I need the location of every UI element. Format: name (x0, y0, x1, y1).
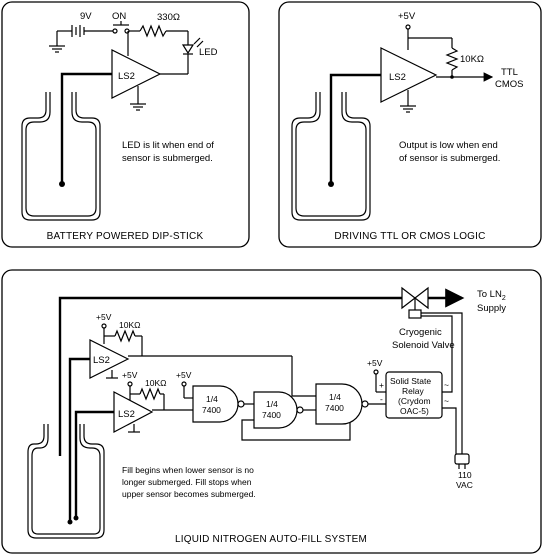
solenoid-valve (401, 286, 429, 319)
dipstick-note-line1: LED is lit when end of (122, 140, 214, 151)
sensor-probe (60, 72, 112, 182)
battery-label: 9V (80, 11, 92, 22)
lower-resistor-symbol (139, 387, 161, 401)
upper-resistor-label: 10KΩ (119, 320, 140, 330)
valve-label-2: Solenoid Valve (392, 340, 455, 351)
resistor-330-symbol (139, 24, 167, 38)
ttl-ground-symbol (400, 90, 416, 113)
nand-gate-a (192, 385, 239, 423)
ttl-resistor-label: 10KΩ (460, 54, 484, 65)
ttl-ls2-label: LS2 (389, 72, 406, 83)
panel-ttl: +5V 10KΩ LS2 TTL CMOS Output is low when… (278, 1, 542, 248)
amp-ground-symbol (130, 86, 146, 111)
autofill-note-line2: longer submerged. Fill stops when (122, 477, 252, 487)
resistor-330-label: 330Ω (157, 12, 180, 23)
relay-label-2: Relay (402, 386, 424, 396)
ttl-note-line1: Output is low when end (399, 140, 498, 151)
dipstick-caption: BATTERY POWERED DIP-STICK (47, 231, 204, 242)
to-ln2-supply-label: Supply (477, 303, 506, 314)
relay-ac-mark-1: ~ (444, 380, 449, 390)
gate-b-label-1: 1/4 (266, 399, 278, 409)
solid-state-relay (385, 371, 443, 419)
switch-symbol (112, 21, 130, 34)
upper-ls2-label: LS2 (93, 355, 110, 366)
panel-dipstick: 9V ON 330Ω LED LS2 (1, 1, 250, 248)
gate-c-label-1: 1/4 (329, 392, 341, 402)
supply-pipe (58, 296, 402, 456)
lower-supply-label: +5V (122, 370, 138, 380)
relay-label-3: (Crydom (398, 396, 431, 406)
ttl-resistor-symbol (445, 47, 459, 71)
valve-label-1: Cryogenic (399, 327, 442, 338)
dipstick-note-line2: sensor is submerged. (122, 153, 213, 164)
gate-supply-label: +5V (176, 370, 192, 380)
lower-sensor-probe (74, 410, 114, 516)
gate-a-label-1: 1/4 (206, 394, 218, 404)
gate-c-label-2: 7400 (325, 403, 344, 413)
relay-label-4: OAC-5) (400, 406, 429, 416)
ground-symbol (49, 31, 65, 53)
relay-supply-label: +5V (367, 358, 383, 368)
lower-ls2-label: LS2 (118, 409, 135, 420)
autofill-dewar-flask (27, 424, 105, 539)
vac-label-2: VAC (456, 480, 473, 490)
upper-sensor-probe (68, 357, 90, 520)
switch-label: ON (112, 11, 126, 22)
autofill-note-line1: Fill begins when lower sensor is no (122, 465, 254, 475)
ttl-note-line2: of sensor is submerged. (399, 153, 500, 164)
relay-minus: - (380, 394, 383, 404)
panel-dipstick-frame (1, 1, 250, 248)
ttl-supply-label: +5V (398, 11, 416, 22)
ttl-output-label-1: TTL (501, 67, 518, 78)
relay-plus: + (379, 380, 384, 390)
panel-autofill: To LN2 Supply Cryogenic Solenoid Valve +… (1, 269, 542, 554)
autofill-note-line3: upper sensor becomes submerged. (122, 489, 256, 499)
gate-a-label-2: 7400 (202, 405, 221, 415)
relay-ac-mark-2: ~ (444, 396, 449, 406)
ac-plug-icon (454, 453, 470, 469)
upper-supply-label: +5V (96, 312, 112, 322)
ttl-dewar-flask (291, 92, 371, 221)
dewar-flask (21, 92, 101, 221)
nand-gate-b (253, 391, 298, 429)
ttl-sensor-probe (329, 73, 381, 182)
ttl-caption: DRIVING TTL OR CMOS LOGIC (334, 231, 485, 242)
ttl-output-label-2: CMOS (495, 79, 524, 90)
upper-resistor-symbol (114, 329, 136, 343)
relay-label-1: Solid State (390, 376, 431, 386)
vac-label-1: 110 (458, 470, 472, 480)
led-label: LED (199, 47, 218, 58)
to-ln2-label: To LN2 (477, 289, 506, 302)
panel-ttl-frame (278, 1, 542, 248)
lower-resistor-label: 10KΩ (145, 378, 166, 388)
gate-b-label-2: 7400 (262, 410, 281, 420)
autofill-caption: LIQUID NITROGEN AUTO-FILL SYSTEM (175, 534, 367, 545)
ls2-label: LS2 (118, 71, 135, 82)
